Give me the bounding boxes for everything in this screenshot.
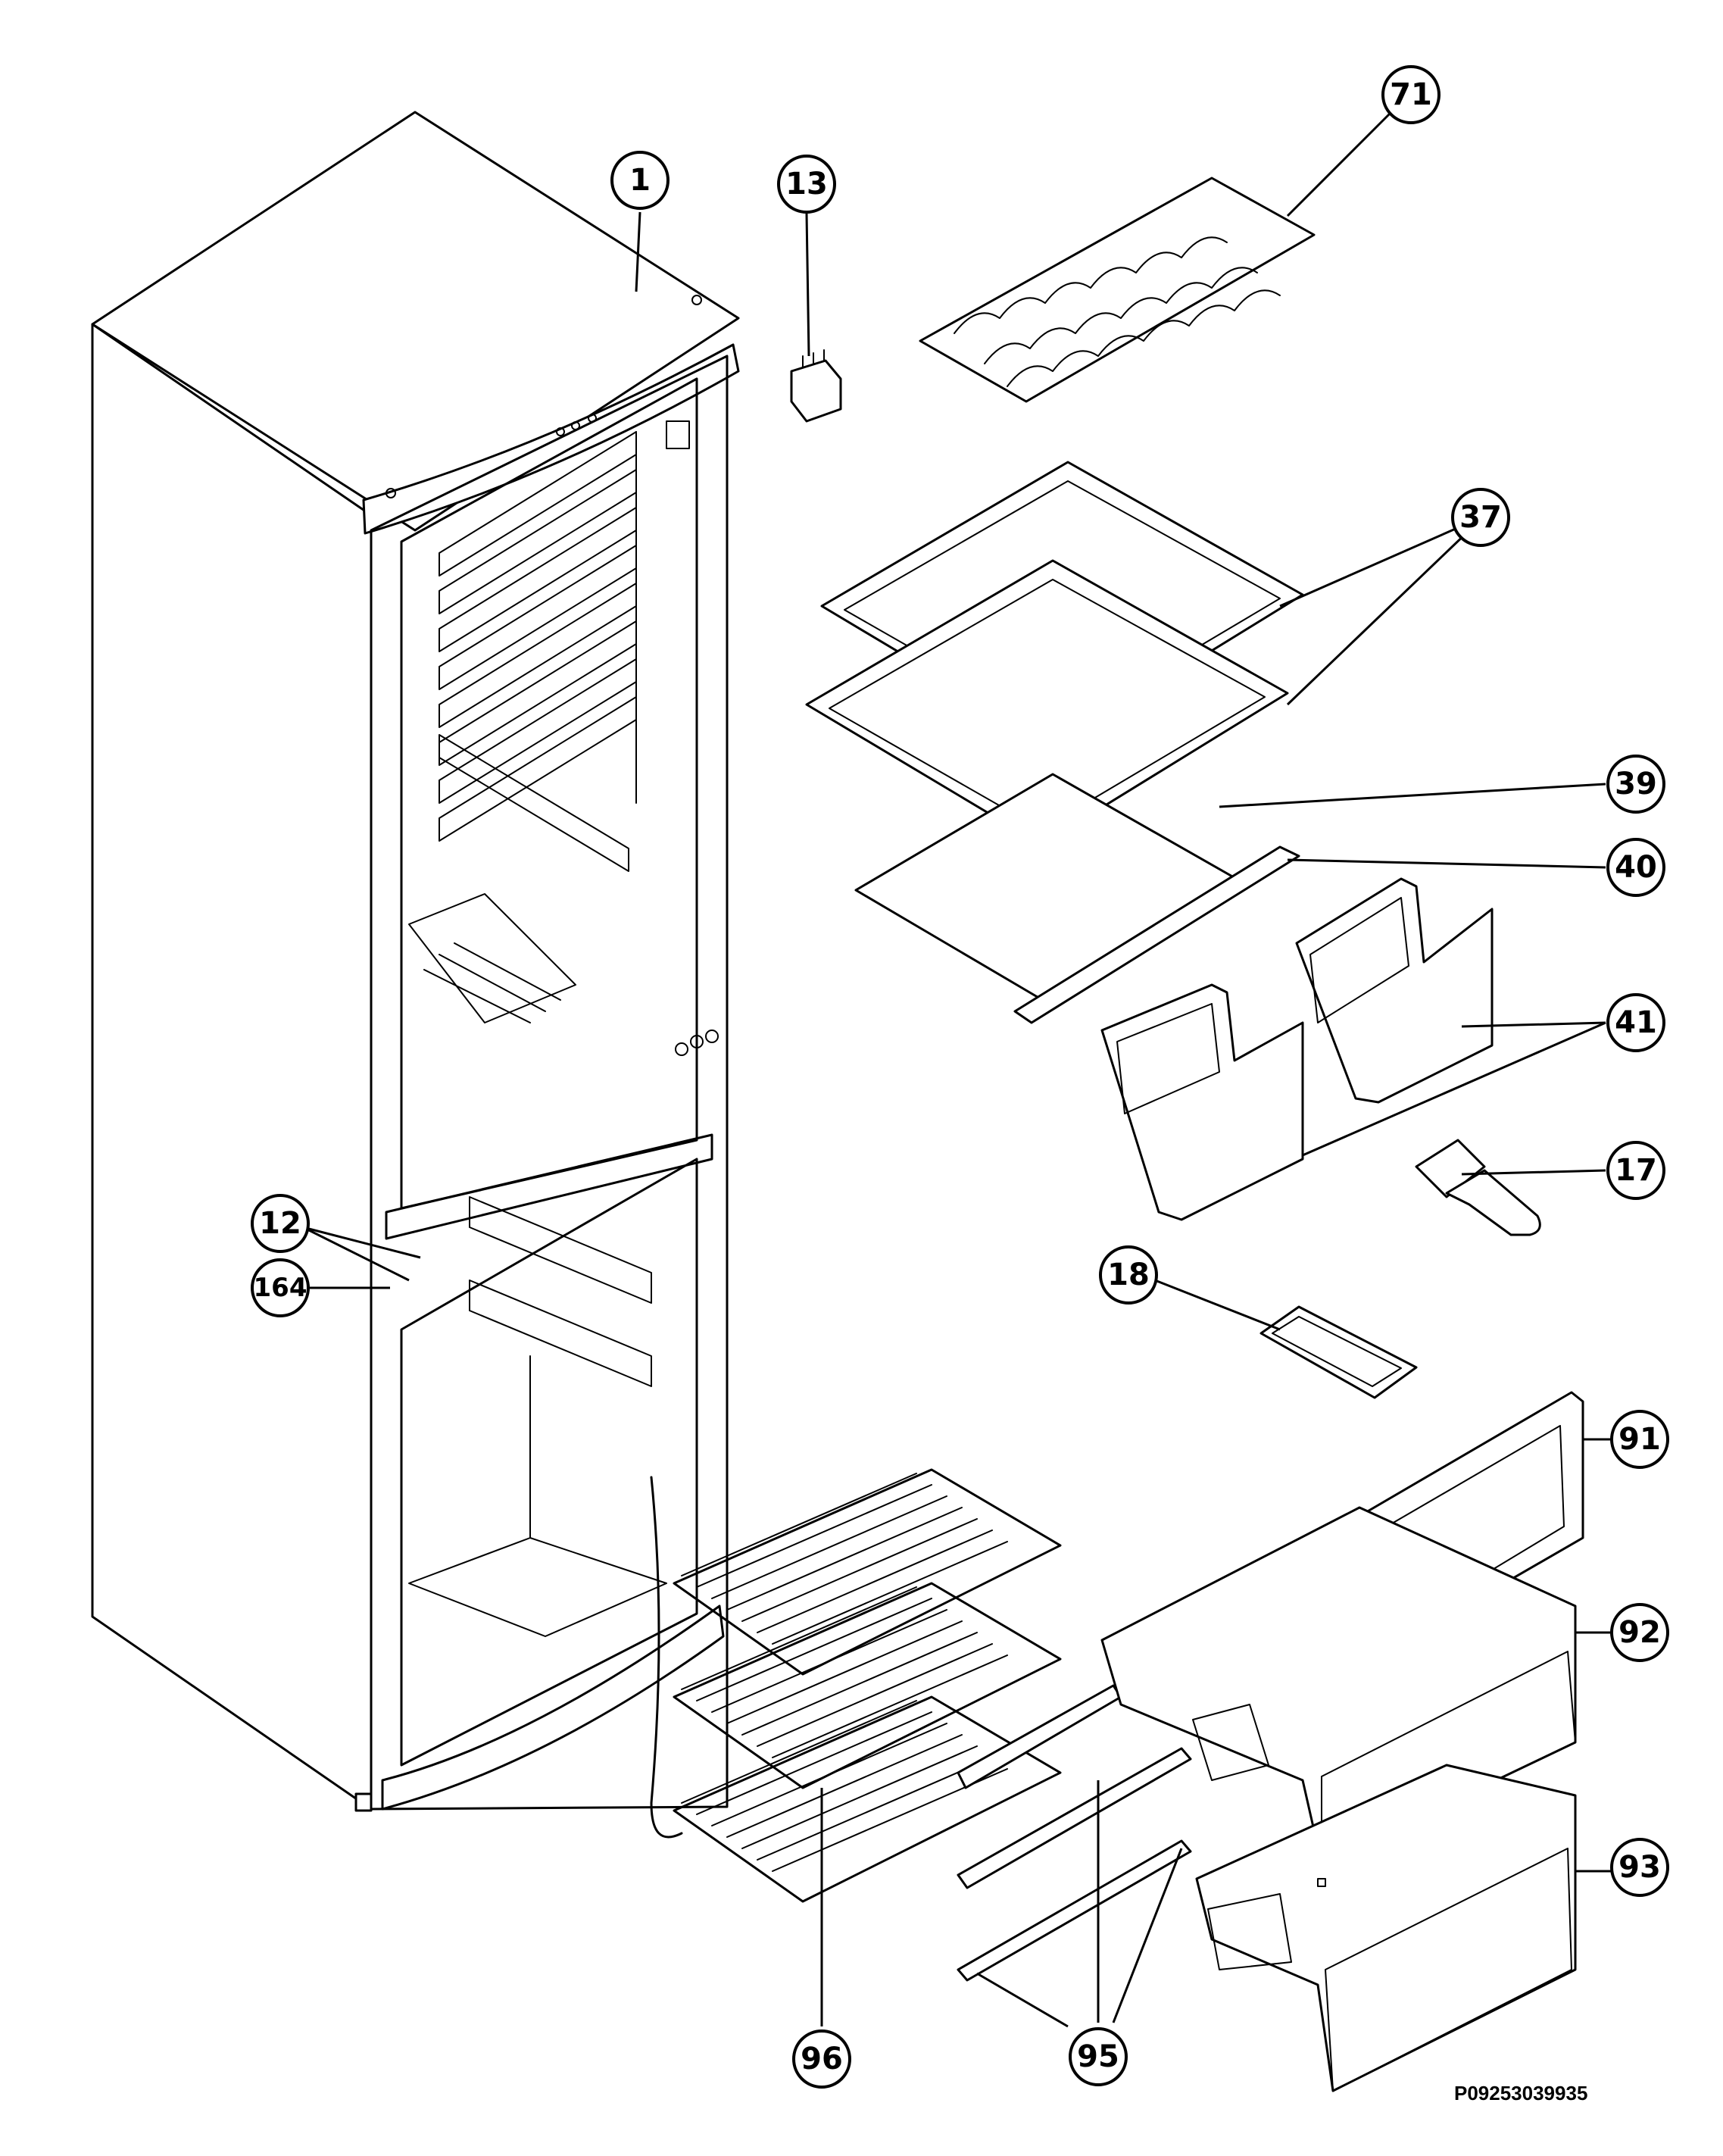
- part-41-door-bins: [1100, 877, 1494, 1221]
- callout-label: 164: [254, 1273, 307, 1303]
- callout-label: 41: [1615, 1005, 1657, 1040]
- callout-71: 71: [1381, 65, 1441, 124]
- callout-37: 37: [1451, 488, 1510, 547]
- part-96-condenser-coils: [650, 1468, 1062, 1903]
- callout-label: 92: [1618, 1615, 1661, 1650]
- part-39-glass-plate: [854, 773, 1251, 1005]
- part-40-shelf-trim: [1013, 845, 1300, 1024]
- callout-92: 92: [1610, 1603, 1669, 1662]
- callout-18: 18: [1099, 1245, 1158, 1305]
- callout-41: 41: [1606, 993, 1665, 1052]
- callout-label: 13: [785, 167, 828, 202]
- part-95-drawer-rails: [957, 1684, 1192, 1982]
- callout-label: 71: [1390, 77, 1432, 112]
- evaporator-shelves: [439, 431, 637, 842]
- part-13-switch: [790, 349, 842, 423]
- part-17-ice-scraper: [1415, 1139, 1541, 1236]
- callout-91: 91: [1610, 1410, 1669, 1469]
- callout-label: 37: [1459, 500, 1502, 535]
- callout-93: 93: [1610, 1838, 1669, 1897]
- callout-39: 39: [1606, 755, 1665, 814]
- callout-label: 1: [629, 163, 651, 198]
- callout-label: 17: [1615, 1153, 1657, 1188]
- drawing-id: P09253039935: [1454, 2082, 1587, 2104]
- callout-label: 12: [259, 1206, 301, 1241]
- callout-label: 40: [1615, 850, 1657, 885]
- callout-1: 1: [610, 151, 670, 210]
- callout-label: 96: [801, 2042, 843, 2076]
- callout-95: 95: [1069, 2027, 1128, 2086]
- callout-13: 13: [777, 155, 836, 214]
- part-18-ice-tray: [1259, 1305, 1418, 1399]
- callout-96: 96: [792, 2029, 851, 2089]
- part-71-bottle-rack: [919, 177, 1316, 403]
- fridge-cabinet: [91, 111, 740, 1812]
- part-37-glass-shelves: [805, 461, 1304, 846]
- callout-label: 91: [1618, 1422, 1661, 1457]
- part-93-lower-drawer: [1195, 1764, 1577, 2092]
- callout-17: 17: [1606, 1141, 1665, 1200]
- callout-label: 93: [1618, 1850, 1661, 1885]
- callout-164: 164: [251, 1258, 310, 1317]
- callout-12: 12: [251, 1194, 310, 1253]
- leader-lines: [300, 112, 1613, 2028]
- callout-label: 39: [1615, 767, 1657, 801]
- callout-label: 18: [1107, 1258, 1150, 1292]
- callout-40: 40: [1606, 838, 1665, 897]
- callout-label: 95: [1077, 2039, 1119, 2074]
